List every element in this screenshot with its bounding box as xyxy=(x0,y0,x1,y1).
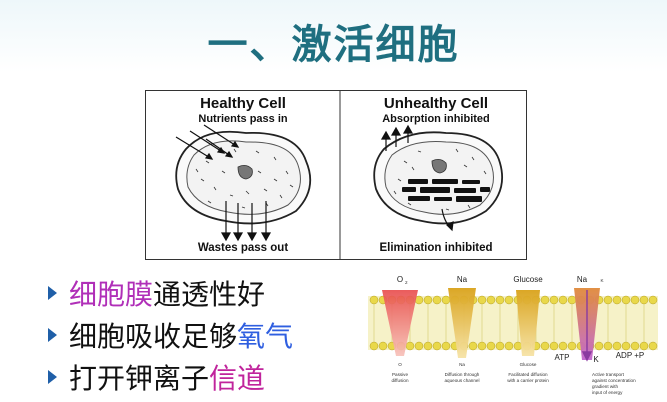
unhealthy-cell-top-label: Absorption inhibited xyxy=(382,113,490,125)
unhealthy-cell-bottom-label: Elimination inhibited xyxy=(379,242,492,254)
svg-text:O: O xyxy=(398,362,402,367)
bullet-text: 打开钾离子 xyxy=(69,362,210,395)
svg-text:aqueous channel: aqueous channel xyxy=(445,378,480,383)
unhealthy-blocked-arrows xyxy=(380,124,454,232)
healthy-cell-top-label: Nutrients pass in xyxy=(198,113,288,125)
bullet-item-membrane: 细胞膜通透性好 xyxy=(48,272,368,314)
bullet-arrow-icon xyxy=(48,370,57,384)
healthy-cell-bottom-label: Wastes pass out xyxy=(198,242,288,254)
svg-text:gradient with: gradient with xyxy=(592,384,618,389)
bullet-list: 细胞膜通透性好 细胞吸收足够氧气 打开钾离子信道 xyxy=(48,272,368,398)
active-transport-arrow xyxy=(581,290,593,362)
membrane-bottom-labels: O Na Glucose ATP K ADP +P xyxy=(398,351,644,367)
membrane-top-labels: O 2 Na Glucose Na K xyxy=(397,275,605,285)
svg-text:2: 2 xyxy=(405,280,408,285)
svg-text:Glucose: Glucose xyxy=(513,275,543,284)
svg-text:Na: Na xyxy=(459,362,465,367)
svg-text:diffusion: diffusion xyxy=(391,378,408,383)
svg-text:Diffusion through: Diffusion through xyxy=(445,372,480,377)
membrane-captions: Passive diffusion Diffusion through aque… xyxy=(391,372,636,395)
svg-text:against concentration: against concentration xyxy=(592,378,636,383)
unhealthy-nucleus xyxy=(431,159,447,174)
unhealthy-cell-inner xyxy=(384,141,494,215)
membrane-bilayer xyxy=(368,296,658,350)
svg-text:with a carrier protein: with a carrier protein xyxy=(507,378,549,383)
membrane-transport-diagram: O 2 Na Glucose Na K O Na Glucose ATP K A… xyxy=(368,270,658,398)
svg-text:K: K xyxy=(593,355,599,364)
svg-text:Na: Na xyxy=(457,275,468,284)
na-aqueous-channel xyxy=(448,288,476,358)
svg-text:K: K xyxy=(600,278,604,283)
svg-text:ADP +P: ADP +P xyxy=(616,351,645,360)
healthy-nucleus xyxy=(237,165,253,180)
svg-text:Glucose: Glucose xyxy=(520,362,537,367)
bullet-highlight: 细胞膜 xyxy=(69,278,154,311)
bullet-text: 细胞吸收足够 xyxy=(69,320,238,353)
svg-text:input of energy: input of energy xyxy=(592,390,623,395)
unhealthy-cytoplasm-dots xyxy=(393,148,487,211)
svg-text:Facilitated diffusion: Facilitated diffusion xyxy=(508,372,548,377)
bullet-item-oxygen: 细胞吸收足够氧气 xyxy=(48,314,368,356)
bullet-highlight: 氧气 xyxy=(237,320,294,353)
svg-text:Active transport: Active transport xyxy=(592,372,625,377)
o2-diffusion-channel xyxy=(382,290,418,356)
cell-comparison-diagram: Healthy Cell Nutrients pass in xyxy=(145,90,527,260)
healthy-in-arrows xyxy=(175,124,240,160)
healthy-cytoplasm-dots xyxy=(195,148,294,209)
slide-title: 一、激活细胞 xyxy=(207,22,460,68)
svg-text:O: O xyxy=(397,275,403,284)
bullet-highlight: 信道 xyxy=(209,362,266,395)
svg-text:Passive: Passive xyxy=(392,372,409,377)
svg-text:Na: Na xyxy=(577,275,588,284)
toxin-blocks xyxy=(402,179,490,202)
svg-text:ATP: ATP xyxy=(555,353,570,362)
bullet-text: 通透性好 xyxy=(153,278,266,311)
bullet-item-potassium: 打开钾离子信道 xyxy=(48,356,368,398)
glucose-carrier-channel xyxy=(516,290,540,356)
bullet-arrow-icon xyxy=(48,286,57,300)
bullet-arrow-icon xyxy=(48,328,57,342)
healthy-out-arrows xyxy=(220,201,272,242)
unhealthy-cell-title: Unhealthy Cell xyxy=(384,95,488,112)
healthy-cell-title: Healthy Cell xyxy=(200,95,286,112)
